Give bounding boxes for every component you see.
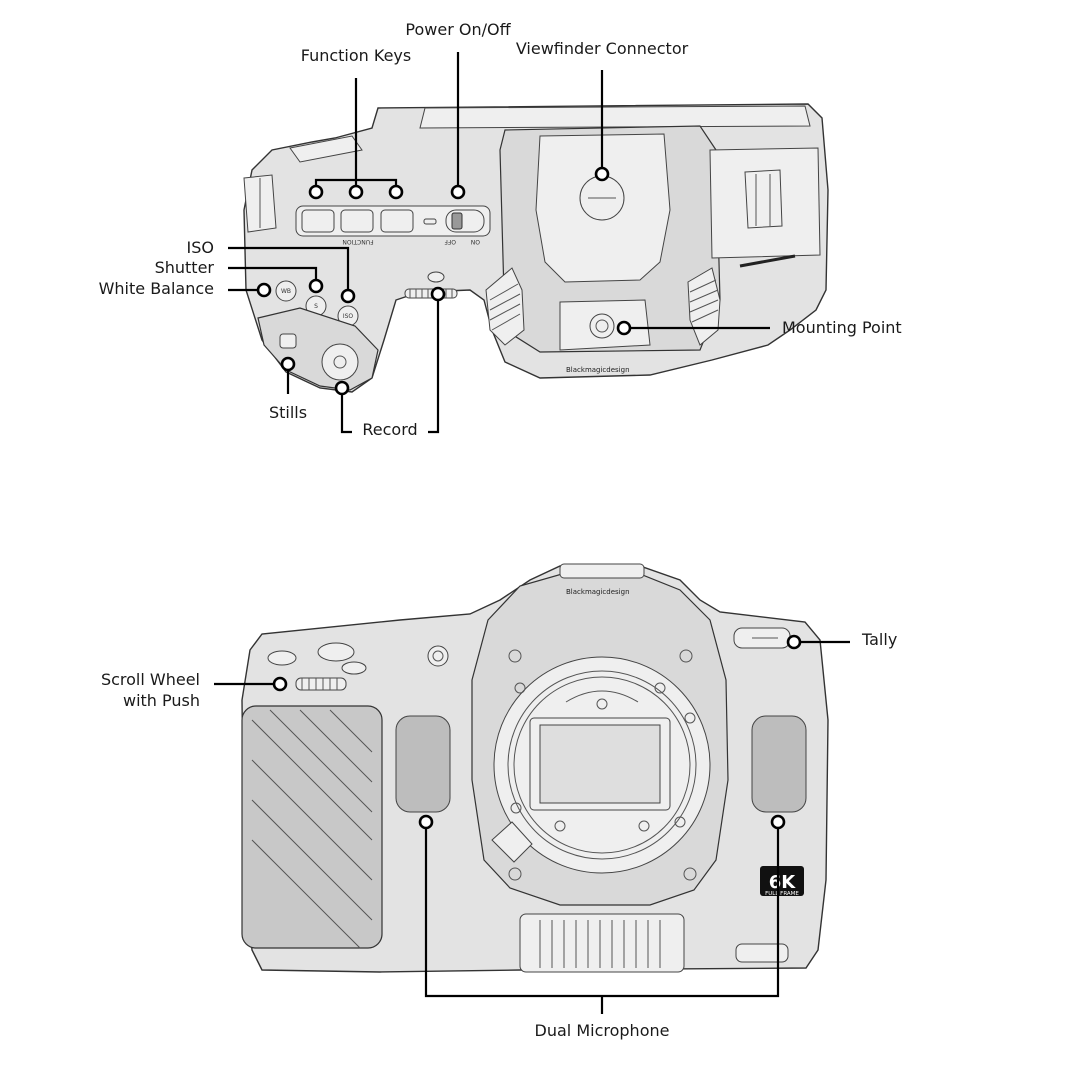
- tally-callout-dot: [786, 634, 802, 650]
- power-callout-dot: [450, 184, 466, 200]
- record-wheel-callout-dot: [430, 286, 446, 302]
- camera-front-view: Blackmagicdesign 6K FULL FRAME: [241, 563, 829, 973]
- label-mounting-point: Mounting Point: [782, 318, 902, 337]
- label-scroll-wheel-line2: with Push: [123, 691, 200, 710]
- record-button-callout-dot: [334, 380, 350, 396]
- iso-button-mark: ISO: [343, 313, 354, 320]
- viewfinder-callout-dot: [594, 166, 610, 182]
- function-key-2-dot: [348, 184, 364, 200]
- label-stills: Stills: [269, 403, 307, 422]
- label-shutter: Shutter: [155, 258, 215, 277]
- front-brand-mark: Blackmagicdesign: [566, 588, 630, 596]
- label-viewfinder-connector: Viewfinder Connector: [516, 39, 689, 58]
- right-microphone-mesh: [751, 715, 807, 813]
- shutter-button-mark: S: [314, 303, 318, 310]
- label-white-balance: White Balance: [99, 279, 214, 298]
- function-key-1-dot: [308, 184, 324, 200]
- off-mark: OFF: [444, 238, 456, 245]
- label-dual-microphone: Dual Microphone: [535, 1021, 670, 1040]
- right-microphone-callout-dot: [770, 814, 786, 830]
- label-power: Power On/Off: [405, 20, 511, 39]
- top-brand-mark: Blackmagicdesign: [566, 366, 630, 374]
- stills-callout-dot: [280, 356, 296, 372]
- scroll-wheel-callout-dot: [272, 676, 288, 692]
- badge-full-frame-text: FULL FRAME: [765, 891, 799, 897]
- label-record: Record: [362, 420, 417, 439]
- white-balance-callout-dot: [256, 282, 272, 298]
- label-scroll-wheel-line1: Scroll Wheel: [101, 670, 200, 689]
- 6k-badge: [760, 866, 804, 896]
- left-microphone-callout-dot: [418, 814, 434, 830]
- left-microphone-mesh: [395, 715, 451, 813]
- label-tally: Tally: [861, 630, 897, 649]
- function-mark: FUNCTION: [342, 238, 373, 245]
- front-view-callouts: Scroll Wheel with Push Tally Dual Microp…: [101, 630, 897, 1040]
- wb-button-mark: WB: [281, 288, 291, 295]
- function-key-3-dot: [388, 184, 404, 200]
- badge-6k-text: 6K: [769, 872, 797, 893]
- mounting-point-callout-dot: [616, 320, 632, 336]
- top-view-callouts: Power On/Off Function Keys Viewfinder Co…: [99, 20, 902, 439]
- hand-grip: [241, 705, 383, 949]
- iso-callout-dot: [340, 288, 356, 304]
- shutter-callout-dot: [308, 278, 324, 294]
- label-iso: ISO: [187, 238, 214, 257]
- label-function-keys: Function Keys: [301, 46, 411, 65]
- on-mark: ON: [471, 238, 480, 245]
